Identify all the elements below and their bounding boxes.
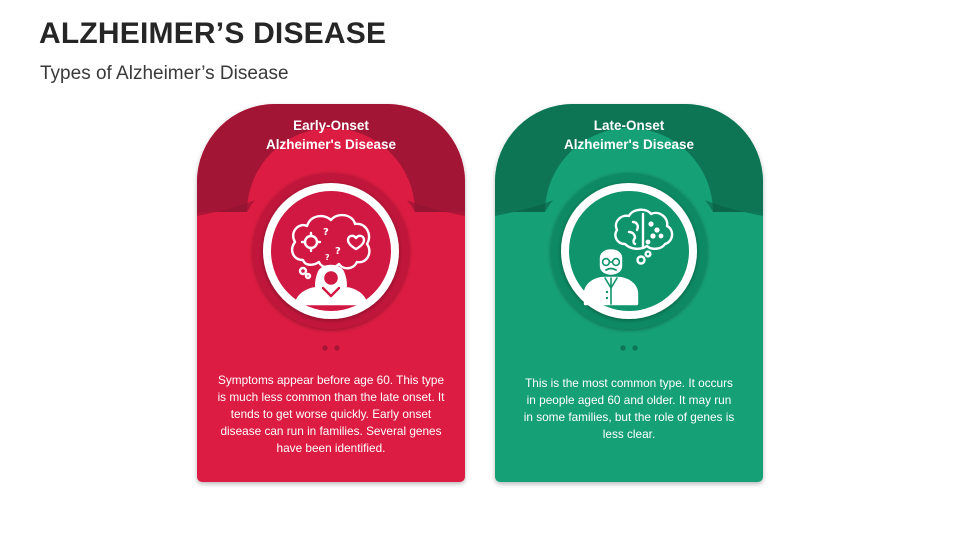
early-onset-title-line2: Alzheimer's Disease (265, 137, 397, 152)
late-onset-title-line2: Alzheimer's Disease (563, 137, 695, 152)
woman-confused-thoughts-icon: ? ? ? (291, 213, 371, 306)
late-onset-card: Late-Onset Alzheimer's Disease This is t… (495, 104, 763, 484)
slide-subtitle: Types of Alzheimer’s Disease (40, 63, 289, 84)
early-onset-description: Symptoms appear before age 60. This type… (217, 373, 445, 455)
late-onset-title-line1: Late-Onset (593, 118, 665, 133)
svg-text:?: ? (335, 246, 341, 257)
early-onset-card-title: Early-Onset Alzheimer's Disease (197, 116, 465, 154)
late-onset-description: This is the most common type. It occurs … (523, 376, 735, 441)
svg-text:?: ? (323, 227, 329, 238)
late-onset-card-shape (495, 104, 763, 482)
elderly-man-brain-icon (583, 208, 674, 306)
late-onset-card-title: Late-Onset Alzheimer's Disease (495, 116, 763, 154)
early-onset-card-shape: ? ? ? (197, 104, 465, 482)
early-onset-title-line1: Early-Onset (293, 118, 369, 133)
early-onset-card: ? ? ? Early-Onset Alzheimer's Disease Sy… (197, 104, 465, 484)
slide-title: ALZHEIMER’S DISEASE (39, 17, 387, 50)
svg-text:?: ? (325, 253, 330, 262)
